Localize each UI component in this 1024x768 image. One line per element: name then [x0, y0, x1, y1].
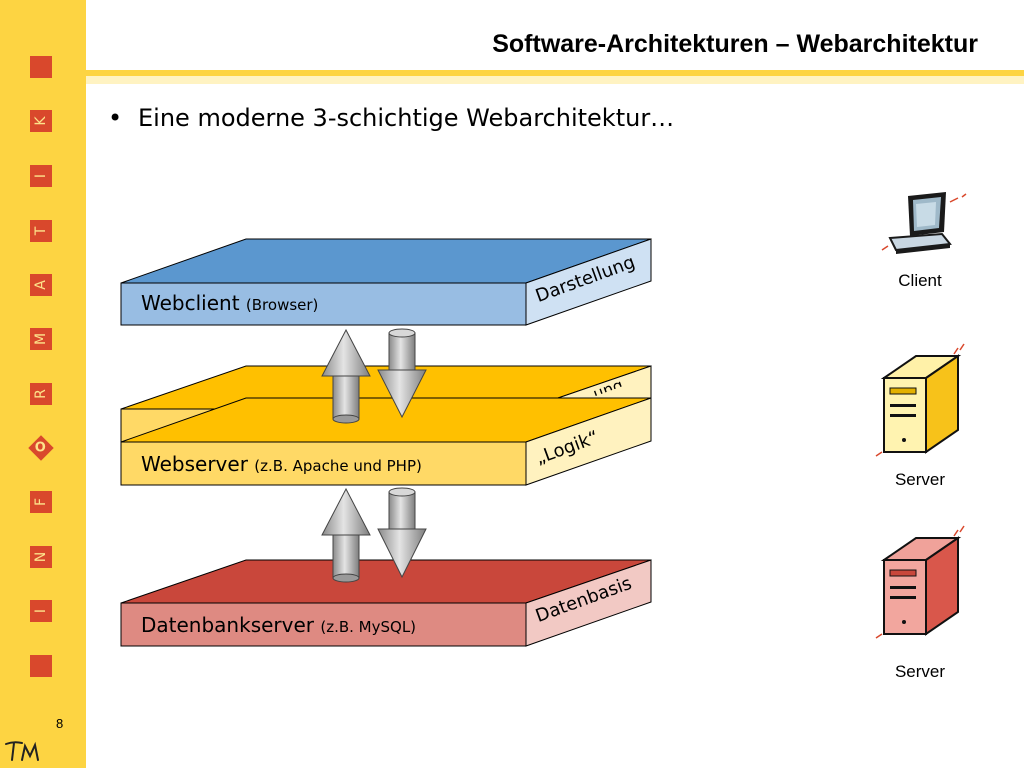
page-number: 8 — [56, 716, 64, 731]
database-side-face — [525, 559, 652, 647]
webclient-front-face — [120, 282, 527, 326]
laptop-icon — [881, 192, 967, 254]
server-icon — [875, 525, 965, 639]
client-caption: Client — [898, 271, 942, 290]
webclient-label: Webclient (Browser) — [141, 291, 319, 315]
sidebar-square-bottom — [30, 655, 52, 677]
webclient-side-face — [525, 238, 652, 326]
server-caption: Server — [894, 662, 946, 681]
server-icon — [875, 343, 965, 457]
title-rule — [86, 70, 1024, 84]
webserver-front-face — [120, 441, 527, 486]
tm-logo-icon — [5, 741, 39, 761]
arrow-down-icon — [377, 328, 427, 419]
arrow-down-icon — [377, 487, 427, 579]
server-caption: Server — [894, 470, 946, 489]
database-front-face — [120, 602, 527, 647]
webserver-label: Webserver (z.B. Apache und PHP) — [141, 452, 422, 476]
arrow-up-icon — [321, 328, 371, 424]
slide-title: Software-Architekturen – Webarchitektur — [492, 30, 978, 58]
arrow-up-icon — [321, 487, 371, 583]
sidebar-informatik: K I T A M R O F N I — [0, 0, 86, 768]
webserver-side-face — [525, 397, 652, 486]
bullet-item: •Eine moderne 3-schichtige Webarchitektu… — [108, 104, 675, 132]
database-label: Datenbankserver (z.B. MySQL) — [141, 613, 417, 637]
bullet-text: Eine moderne 3-schichtige Webarchitektur… — [138, 104, 675, 132]
sidebar-square-top — [30, 56, 52, 78]
